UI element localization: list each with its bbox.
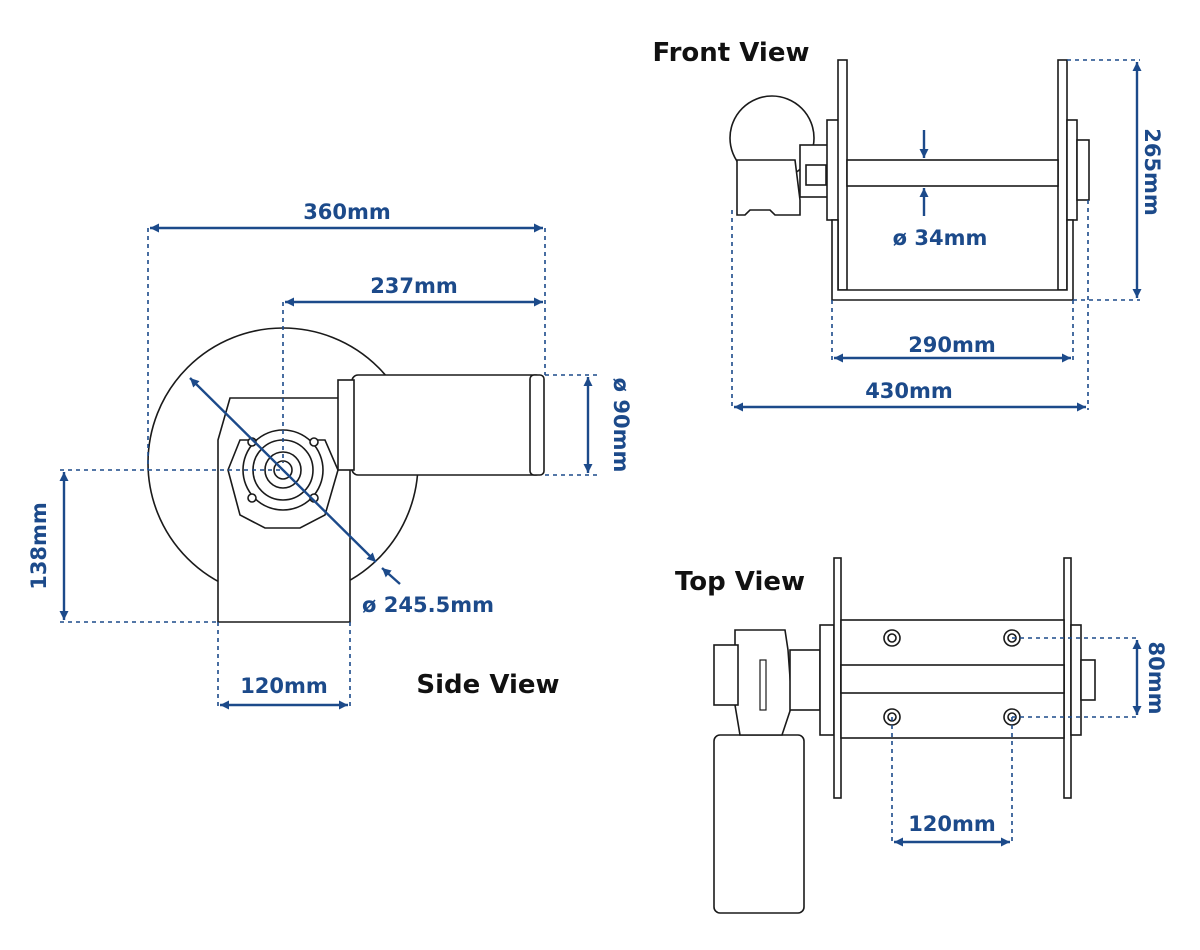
top-flange-left xyxy=(833,557,842,799)
dim-label-base-width: 120mm xyxy=(240,674,328,698)
dim-label-motor-diameter: ø 90mm xyxy=(609,378,633,473)
top-gearbox xyxy=(734,629,793,736)
top-view: Top View 80mm 120mm xyxy=(675,557,1168,914)
side-motor-neck xyxy=(337,379,355,471)
dim-label-motor-extent: 237mm xyxy=(370,274,458,298)
top-flange-right xyxy=(1063,557,1072,799)
dim-label-axle-height: 138mm xyxy=(27,502,51,590)
dim-label-shaft-diameter: ø 34mm xyxy=(893,226,988,250)
dim-label-overall-width: 430mm xyxy=(865,379,953,403)
front-shaft xyxy=(846,159,1059,187)
side-bolt xyxy=(309,437,319,447)
front-view: Front View 265mm ø 34mm 290mm 430mm xyxy=(652,38,1164,412)
dim-label-hole-spacing-vertical: 80mm xyxy=(1144,642,1168,715)
side-view-title: Side View xyxy=(416,670,559,700)
top-shaft xyxy=(840,664,1065,694)
side-bolt xyxy=(247,493,257,503)
dim-label-height: 265mm xyxy=(1140,128,1164,216)
top-gearbox-end xyxy=(713,644,739,706)
top-gearbox-slot xyxy=(759,659,767,711)
side-motor-cap xyxy=(529,374,545,476)
top-hub-right xyxy=(1070,624,1082,736)
front-flange-left xyxy=(837,59,848,291)
dim-label-overall-length: 360mm xyxy=(303,200,391,224)
side-view: 360mm 237mm ø 90mm 138mm 120mm ø 245.5mm… xyxy=(27,200,633,710)
front-gearbox xyxy=(736,159,801,216)
top-coupling xyxy=(789,649,821,711)
front-view-title: Front View xyxy=(652,38,809,68)
top-view-title: Top View xyxy=(675,567,805,597)
top-motor-body xyxy=(713,734,805,914)
side-motor-body xyxy=(351,374,543,476)
front-base-frame xyxy=(831,219,1074,301)
front-hub-right xyxy=(1066,119,1078,221)
top-mount-hole-inner xyxy=(887,633,897,643)
dim-leader xyxy=(381,567,401,585)
dim-label-drum-width: 290mm xyxy=(908,333,996,357)
top-hub-right-cap xyxy=(1080,659,1096,701)
dim-line-diameter xyxy=(189,377,377,563)
front-flange-right xyxy=(1057,59,1068,291)
dim-label-drum-diameter: ø 245.5mm xyxy=(362,593,494,617)
dim-label-hole-spacing-horizontal: 120mm xyxy=(908,812,996,836)
top-hub-left xyxy=(819,624,835,736)
front-hub-right-cap xyxy=(1076,139,1090,201)
front-coupling-inner xyxy=(805,164,827,186)
